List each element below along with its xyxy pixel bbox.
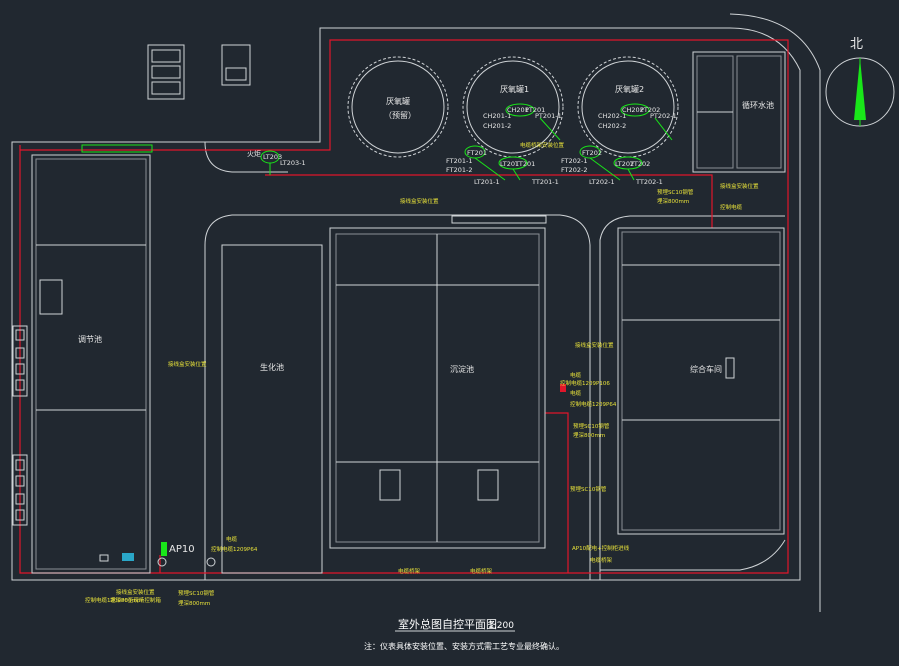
instr-ch202-2: CH202-2 xyxy=(598,122,626,130)
annot-22: 接线盒安装位置 xyxy=(116,588,155,596)
tank2-name: 厌氧罐1 xyxy=(500,84,529,94)
annot-16: 电缆桥架 xyxy=(470,567,493,575)
junction-1 xyxy=(157,557,167,567)
instr-tank-label: 火炬 xyxy=(247,150,261,158)
window-1 xyxy=(147,44,185,100)
instr-lt201-1: LT201-1 xyxy=(474,178,500,186)
side-boxes-left xyxy=(12,325,28,526)
annot-12: 预埋SC10钢管 xyxy=(573,422,610,430)
hatch-cover-1 xyxy=(560,384,566,392)
annot-13: 埋深800mm xyxy=(573,431,605,439)
tank-reserved xyxy=(347,56,449,158)
annot-14: 电缆 xyxy=(570,389,582,397)
annot-9: 电缆 xyxy=(570,371,582,379)
sedimentation-pool xyxy=(329,215,547,549)
tank1-name: 厌氧罐 xyxy=(386,96,410,106)
circulation-pool xyxy=(692,51,786,173)
instr-tt202-1: TT202-1 xyxy=(635,178,663,186)
instr-ft202-2: FT202-2 xyxy=(561,166,587,174)
workshop xyxy=(617,227,785,535)
instr-ch201-2: CH201-2 xyxy=(483,122,511,130)
road-inner xyxy=(204,214,591,580)
instr-tt201-1: TT201-1 xyxy=(531,178,559,186)
instr-pt202-1: PT202-1 xyxy=(650,112,677,120)
annot-19: 控制电缆1209P6至现场控制箱 xyxy=(85,596,161,604)
annot-4: 接线盒安装位置 xyxy=(720,182,759,190)
instr-lt202: LT202 xyxy=(615,160,634,168)
cable-route-mid xyxy=(545,412,569,573)
cable-route-tanks xyxy=(265,174,713,228)
annot-17: AP10配电+控制柜进线 xyxy=(572,544,630,552)
annot-11: 控制电缆1209P64 xyxy=(570,400,617,408)
outer-arc xyxy=(729,13,821,612)
annot-7: 埋深800mm xyxy=(657,197,689,205)
instr-pt201: PT201 xyxy=(525,106,545,114)
instr-tt201: TT201 xyxy=(514,160,535,168)
instrument-bubbles xyxy=(260,103,673,181)
instr-ch202: CH202 xyxy=(622,106,644,114)
annot-21: 埋深800mm xyxy=(178,599,210,607)
annot-25: 埋深800mm xyxy=(110,596,142,604)
regulating-pool xyxy=(31,144,153,574)
label-zonghe: 综合车间 xyxy=(690,364,722,374)
label-shengwu: 生化池 xyxy=(260,362,284,372)
road-se xyxy=(600,539,786,571)
instr-ft201-2: FT201-2 xyxy=(446,166,472,174)
annot-20: 预埋SC10钢管 xyxy=(178,589,215,597)
instr-ft201-1: FT201-1 xyxy=(446,157,472,165)
drawing-title: 室外总图自控平面图 xyxy=(398,617,497,631)
annot-6: 预埋SC10钢管 xyxy=(657,188,694,196)
instr-ft202-1: FT202-1 xyxy=(561,157,587,165)
label-chenshen: 沉淀池 xyxy=(450,364,474,374)
ap10-box xyxy=(161,542,167,556)
site-boundary xyxy=(11,27,801,581)
instr-lt201: LT201 xyxy=(500,160,519,168)
annot-24: 预埋SC10钢管 xyxy=(570,485,607,493)
road-curve-nw xyxy=(204,141,288,173)
annot-23: 电缆桥架安装位置 xyxy=(520,141,565,149)
annot-26: 电缆桥架 xyxy=(398,567,421,575)
junction-2 xyxy=(206,557,216,567)
drawing-scale: 1:200 xyxy=(488,621,514,631)
instr-ch202-1: CH202-1 xyxy=(598,112,626,120)
window-2 xyxy=(221,44,251,86)
instr-ch201: CH201 xyxy=(507,106,529,114)
tank-anaerobic-1 xyxy=(462,56,564,158)
instr-lt203: LT203 xyxy=(263,153,282,161)
annot-3: 接线盒安装位置 xyxy=(575,341,614,349)
annot-2: 接线盒安装位置 xyxy=(168,360,207,368)
tank-anaerobic-2 xyxy=(577,56,679,158)
instr-ft201: FT201 xyxy=(467,149,487,157)
annot-10: 控制电缆1209P106 xyxy=(560,379,610,387)
label-xunhuan: 循环水池 xyxy=(742,100,774,110)
instr-pt201-1: PT201-1 xyxy=(535,112,562,120)
road-right xyxy=(599,215,785,580)
north-label: 北 xyxy=(850,37,863,52)
tank1-sub: （预留） xyxy=(384,110,416,120)
instr-ft202: FT202 xyxy=(582,149,602,157)
annot-8: 电缆 xyxy=(226,535,238,543)
north-arrow xyxy=(825,57,895,127)
instr-tt202: TT202 xyxy=(629,160,650,168)
instr-lt202-1: LT202-1 xyxy=(589,178,615,186)
instr-lt203-1: LT203-1 xyxy=(280,159,306,167)
biochem-pool xyxy=(221,244,323,574)
annot-1: 接线盒安装位置 xyxy=(400,197,439,205)
annot-15: 控制电缆1209P64 xyxy=(211,545,258,553)
instr-ap10: AP10 xyxy=(169,544,195,555)
annot-5: 控制电缆 xyxy=(720,203,743,211)
instr-pt202: PT202 xyxy=(640,106,660,114)
cable-route-main xyxy=(19,39,789,574)
instr-ch201-1: CH201-1 xyxy=(483,112,511,120)
tank3-name: 厌氧罐2 xyxy=(615,84,644,94)
label-tiaojie: 调节池 xyxy=(78,334,102,344)
annot-18: 电缆桥架 xyxy=(590,556,613,564)
drawing-note: 注：仪表具体安装位置、安装方式需工艺专业最终确认。 xyxy=(364,641,564,651)
